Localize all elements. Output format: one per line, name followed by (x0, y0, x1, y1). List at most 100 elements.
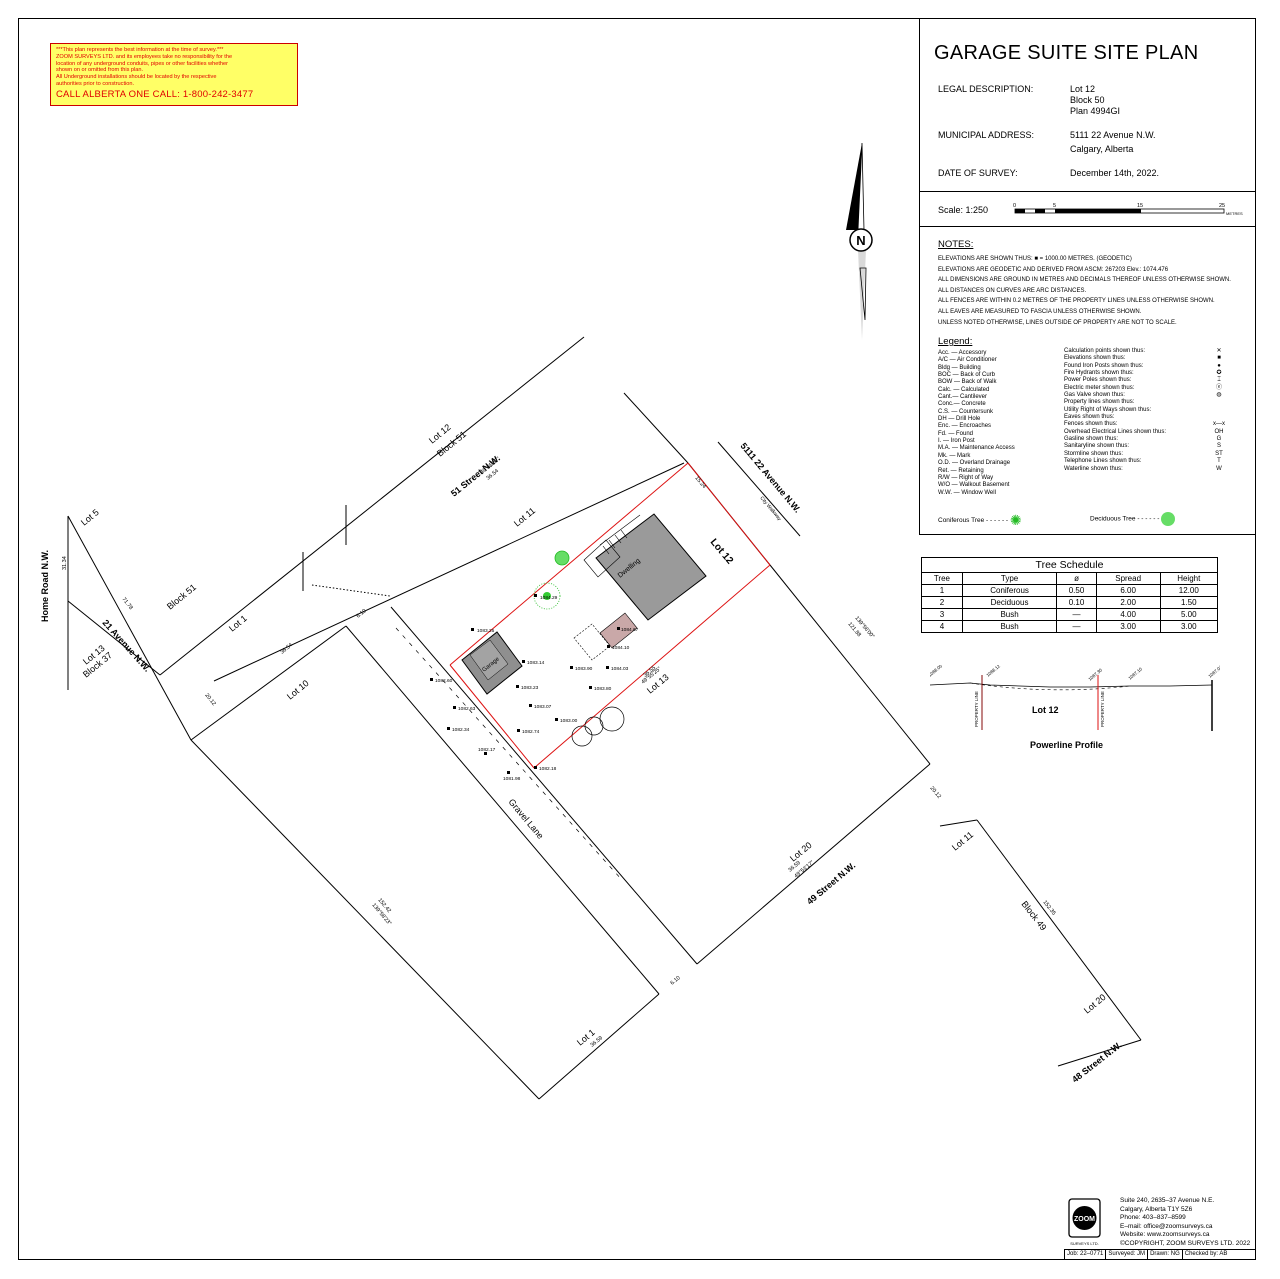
dim-6-10-b: 6.10 (669, 975, 681, 986)
cell: 4 (921, 620, 963, 633)
elev-1084-67: 1084.67 (621, 627, 639, 633)
title-block: GARAGE SUITE SITE PLAN LEGAL DESCRIPTION… (919, 18, 1256, 535)
scale-units: METRES (1226, 211, 1243, 216)
cell: 1 (921, 584, 963, 597)
header-cell: ø (1056, 572, 1097, 585)
scale-bar: 0 5 15 25 METRES (1013, 203, 1243, 216)
legend-symbol-icon: G (1216, 436, 1222, 443)
legend-abbreviation: Conc.— Concrete (938, 401, 986, 408)
warning-line: ZOOM SURVEYS LTD. and its employees take… (56, 53, 233, 60)
legal-description-value: Lot 12 Block 50 Plan 4994GI (1070, 84, 1120, 117)
legend-symbol-label: Calculation points shown thus: (1064, 348, 1146, 354)
logo-subtext: SURVEYS LTD. (1070, 1241, 1099, 1246)
property-line-label-left: PROPERTY LINE (974, 691, 979, 727)
elev-1083-80: 1083.80 (594, 686, 612, 692)
legend-symbol-icon: ■ (1217, 355, 1221, 362)
warning-box: ***This plan represents the best informa… (50, 43, 298, 106)
label-city-walkway: City Walkway (758, 495, 782, 522)
elev-1084-10: 1084.10 (612, 645, 630, 651)
drawn-by: Drawn: NG (1148, 1250, 1183, 1260)
legend-abbreviation: A/C — Air Conditioner (938, 357, 997, 364)
legend-symbol-label: Eaves shown thus: (1064, 414, 1115, 421)
powerline-profile: PROPERTY LINE PROPERTY LINE Lot 12 1088.… (930, 665, 1220, 731)
line-51-street-north-lot (213, 462, 685, 682)
legend-abbreviation: Calc. — Calculated (938, 386, 990, 393)
coniferous-label: Coniferous Tree (938, 517, 985, 525)
profile-elev-3: 1087.30 (1087, 667, 1103, 682)
note-line: ALL EAVES ARE MEASURED TO FASCIA UNLESS … (938, 308, 1142, 315)
note-line: ALL DIMENSIONS ARE GROUND IN METRES AND … (938, 277, 1231, 284)
legend-symbol-icon: ⓔ (1215, 384, 1222, 391)
elev-1081-98: 1081.98 (503, 776, 521, 782)
elev-1083-14: 1083.14 (527, 660, 545, 666)
line-49-street (696, 763, 931, 965)
profile-lot-label: Lot 12 (1032, 705, 1059, 715)
warning-line: location of any underground conduits, pi… (56, 60, 228, 67)
dim-71-78: 71.78 (120, 597, 133, 612)
coniferous-tree-icon: ✺ (1009, 512, 1022, 528)
legend-symbol-label: Property lines shown thus: (1064, 399, 1135, 406)
tree-3-bush (571, 716, 604, 747)
legend-symbol-icon: OH (1214, 428, 1224, 435)
coniferous-legend: Coniferous Tree - - - - - - ✺ (938, 512, 1022, 528)
legend-heading: Legend: (938, 336, 973, 347)
scale-label: Scale: 1:250 (938, 205, 989, 215)
company-line: Calgary, Alberta T1Y 5Z6 (1120, 1205, 1193, 1213)
elev-1083-23: 1083.23 (521, 685, 539, 691)
legend-symbol-icon (1203, 407, 1235, 414)
warning-line: shown on or omitted from this plan. (56, 67, 144, 74)
label-48-street: 48 Street N.W. (1070, 1040, 1123, 1085)
label-lot-10: Lot 10 (285, 678, 311, 702)
legend-symbol-label: Overhead Electrical Lines shown thus: (1064, 428, 1167, 435)
header-cell: Height (1159, 572, 1219, 585)
garage-footprint (461, 631, 523, 695)
elev-1083-25: 1083.25 (477, 628, 495, 634)
divider (920, 226, 1256, 227)
legend-abbreviation: W/O — Walkout Basement (938, 482, 1010, 489)
legend-symbol-label: Stormline shown thus: (1064, 450, 1124, 457)
property-line-label-right: PROPERTY LINE (1100, 691, 1105, 727)
legend-symbol-icon: T (1217, 458, 1221, 465)
legend-symbol-label: Fences shown thus: (1064, 421, 1118, 428)
company-info: Suite 240, 2635–37 Avenue N.E. Calgary, … (1120, 1197, 1250, 1249)
dim-lot10-length: 36.54 (279, 642, 293, 655)
legend-symbol-label: Electric meter shown thus: (1064, 384, 1135, 391)
plan-title: GARAGE SUITE SITE PLAN (934, 42, 1199, 64)
line-48-street-lot (976, 819, 1142, 1041)
one-call-number: CALL ALBERTA ONE CALL: 1-800-242-3477 (56, 88, 254, 100)
profile-elev-5: 1087.04 (1207, 665, 1220, 679)
legend-symbol-label: Sanitaryline shown thus: (1064, 443, 1130, 450)
legal-lot: Lot 12 (1070, 84, 1096, 94)
elev-1083-90: 1083.90 (575, 666, 593, 672)
legend-symbol-icon: ✪ (1216, 370, 1222, 377)
legend-symbol-label: Power Poles shown thus: (1064, 377, 1132, 384)
legal-block: Block 50 (1070, 95, 1105, 105)
scale-tick-0: 0 (1013, 203, 1016, 209)
legend-symbols: Calculation points shown thus:Elevations… (1064, 348, 1166, 473)
footer-info: Job: 22–0771 Surveyed: JM Drawn: NG Chec… (1064, 1249, 1256, 1260)
elev-1082-74: 1082.74 (522, 729, 540, 735)
legend-symbol-label: Elevations shown thus: (1064, 355, 1126, 362)
elev-1083-00: 1083.00 (560, 718, 578, 724)
tree-4-bush (599, 706, 625, 732)
date-of-survey-label: DATE OF SURVEY: (938, 168, 1018, 178)
address-line-1: 5111 22 Avenue N.W. (1070, 130, 1156, 140)
line-gravel-lane-west (345, 625, 660, 995)
legend-symbol-icon: S (1216, 443, 1221, 450)
notes-list: ELEVATIONS ARE SHOWN THUS: ■ = 1000.00 M… (938, 254, 1256, 328)
cell: 3 (921, 608, 963, 621)
legend-abbreviation: BOC — Back of Curb (938, 372, 996, 379)
label-lot-5: Lot 5 (79, 507, 101, 527)
deciduous-tree-icon (1161, 512, 1176, 526)
cell: 3.00 (1095, 620, 1161, 633)
tree-2-deciduous (554, 550, 570, 566)
zoom-logo: ZOOM SURVEYS LTD. (1068, 1198, 1101, 1248)
header-cell: Type (961, 572, 1058, 585)
elev-1082-18: 1082.18 (539, 766, 557, 772)
cell: — (1056, 608, 1097, 621)
legend-abbreviation: Enc. — Encroaches (938, 423, 992, 430)
